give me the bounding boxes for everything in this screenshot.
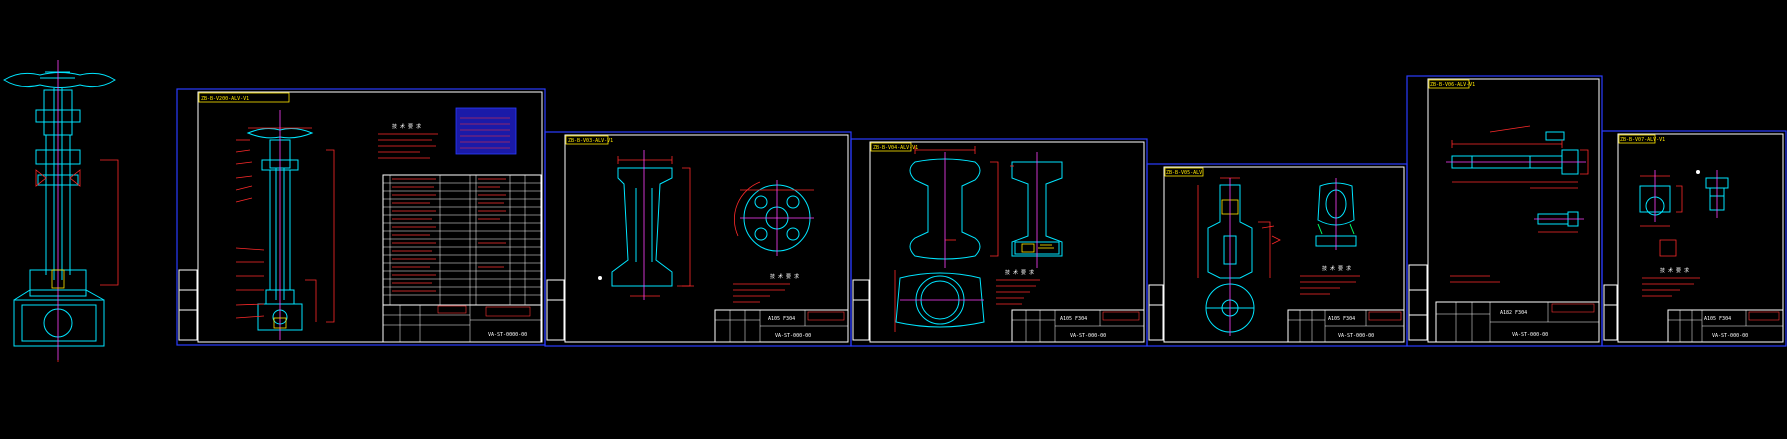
title-block: A105 F304 VA-ST-000-00 [1287, 309, 1405, 343]
drawing-number: VA-ST-000-00 [1070, 333, 1106, 339]
drawing-number: VA-ST-000-00 [1512, 332, 1548, 338]
sheet-tag: ZB-B-V04-ALV-V1 [873, 145, 918, 151]
drawing-sheet-body[interactable]: ZB-B-V03-ALV-V1 技 术 要 求 [544, 131, 852, 347]
material-label: A105 F304 [1328, 316, 1355, 322]
title-block: A105 F304 VA-ST-000-00 [1011, 309, 1145, 343]
material-label: A105 F304 [768, 316, 795, 322]
sheet-tag: ZB-B-V07-ALV-V1 [1620, 137, 1665, 143]
material-label: A182 F304 [1500, 310, 1527, 316]
sheet-tag: ZB-B-V03-ALV-V1 [568, 138, 613, 144]
valve-assembly-preview[interactable] [3, 60, 119, 362]
notes-heading: 技 术 要 求 [1660, 267, 1689, 274]
drawing-number: VA-ST-000-00 [1338, 333, 1374, 339]
drawing-sheet-disc[interactable]: ZB-B-V05-ALV 技 术 要 求 [1146, 163, 1408, 347]
notes-heading: 技 术 要 求 [1005, 269, 1034, 276]
notes-heading: 技 术 要 求 [770, 273, 799, 280]
drawing-sheet-stem[interactable]: ZB-B-V06-ALV-V1 [1406, 75, 1603, 347]
title-block: A105 F304 VA-ST-000-00 [1667, 309, 1784, 343]
title-block: VA-ST-0000-00 [382, 304, 542, 343]
notes-heading: 技 术 要 求 [1322, 265, 1351, 272]
drawing-number: VA-ST-000-00 [1712, 333, 1748, 339]
title-block: A182 F304 VA-ST-000-00 [1435, 301, 1600, 343]
drawing-number: VA-ST-0000-00 [488, 332, 527, 338]
material-label: A105 F304 [1060, 316, 1087, 322]
drawing-number: VA-ST-000-00 [775, 333, 811, 339]
sheet-tag: ZB-B-V06-ALV-V1 [1430, 82, 1475, 88]
material-label: A105 F304 [1704, 316, 1731, 322]
drawing-sheet-bracket[interactable]: ZB-B-V07-ALV-V1 技 术 要 求 [1601, 130, 1787, 347]
sheet-tag: ZB-B-V200-ALV-V1 [201, 96, 249, 102]
drawing-sheet-assembly[interactable]: ZB-B-V200-ALV-V1 [176, 88, 546, 346]
title-block: A105 F304 VA-ST-000-00 [714, 309, 849, 343]
notes-heading: 技 术 要 求 [392, 123, 421, 130]
drawing-sheet-bonnet[interactable]: ZB-B-V04-ALV-V1 技 术 要 求 [850, 138, 1148, 347]
sheet-tag: ZB-B-V05-ALV [1166, 170, 1202, 176]
parts-list-table [382, 174, 542, 306]
